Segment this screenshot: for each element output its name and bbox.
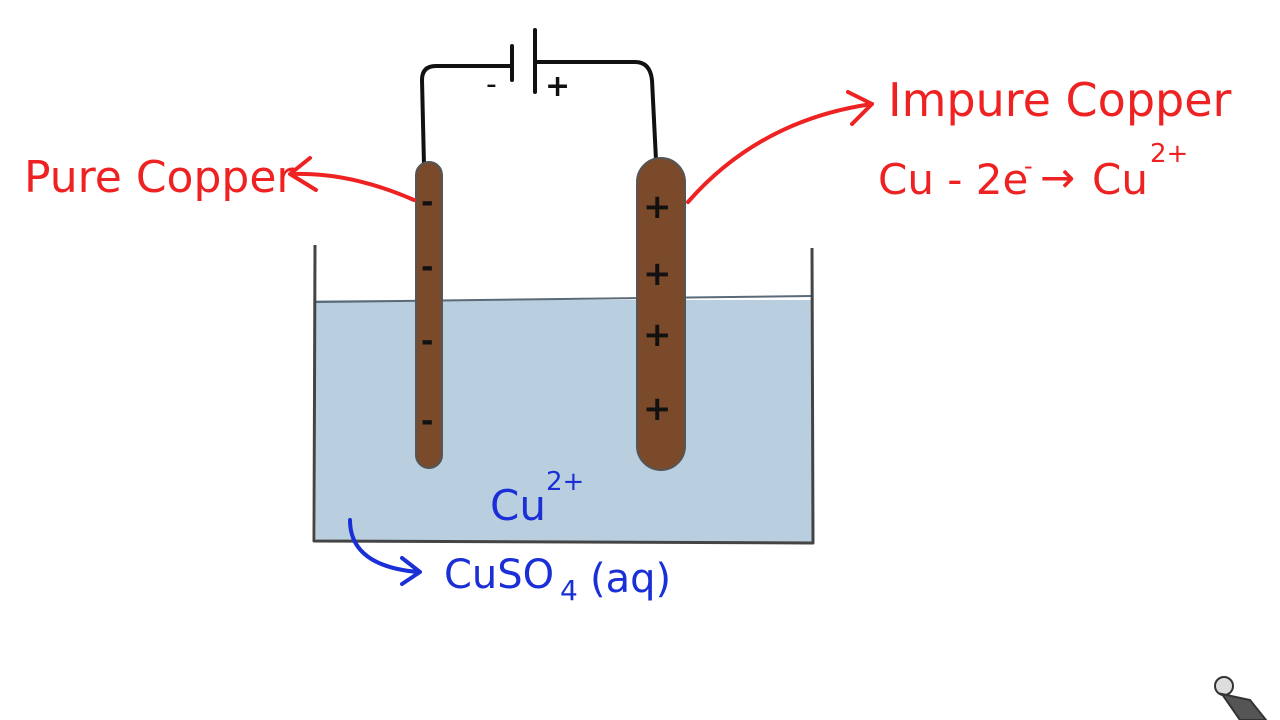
electrolyte-surface <box>315 295 813 303</box>
cathode-rod <box>415 161 443 469</box>
electrolyte-label: CuSO 4 (aq) <box>444 552 671 607</box>
ion-charge: 2+ <box>546 467 584 497</box>
anode-charge-2: + <box>643 254 672 294</box>
anode-rod <box>636 157 686 471</box>
beaker-outline <box>312 244 815 545</box>
anode-charge-3: + <box>643 315 672 355</box>
copper-ion: Cu 2+ <box>490 467 584 530</box>
battery-positive-sign: + <box>545 69 570 104</box>
wire-left <box>420 64 514 167</box>
hand-pointer-icon <box>1214 676 1268 720</box>
cathode-electrode: - - - - <box>415 161 443 469</box>
wire-right <box>533 60 658 162</box>
beaker <box>312 244 815 545</box>
anode-label: Impure Copper <box>888 73 1232 127</box>
cathode-charge-4: - <box>421 404 433 439</box>
anode-reaction: Cu - 2e - → Cu 2+ <box>878 139 1188 204</box>
reaction-reactant: Cu - 2e <box>878 155 1028 204</box>
electrolyte-subscript: 4 <box>560 574 578 607</box>
anode-electrode: + + + + <box>636 157 686 471</box>
anode-charge-4: + <box>643 389 672 429</box>
ion-symbol: Cu <box>490 481 546 530</box>
electrolyte-state: (aq) <box>590 556 671 602</box>
electrolyte-solution <box>316 300 812 542</box>
reaction-product-charge: 2+ <box>1150 139 1188 169</box>
anode-charge-1: + <box>643 187 672 227</box>
circuit <box>420 28 658 167</box>
reaction-electron-charge: - <box>1024 152 1033 180</box>
cathode-label: Pure Copper <box>24 152 295 203</box>
reaction-product: Cu <box>1092 155 1148 204</box>
anode-label-arrow <box>686 90 874 204</box>
cathode-charge-2: - <box>421 250 433 285</box>
cathode-label-arrow <box>288 156 416 202</box>
electrolyte-label-arrow <box>348 518 422 586</box>
cathode-charge-3: - <box>421 324 433 359</box>
reaction-arrow: → <box>1040 153 1075 202</box>
cathode-charge-1: - <box>421 185 433 220</box>
electrolyte-formula: CuSO <box>444 552 554 598</box>
battery-negative-sign: - <box>486 67 497 102</box>
